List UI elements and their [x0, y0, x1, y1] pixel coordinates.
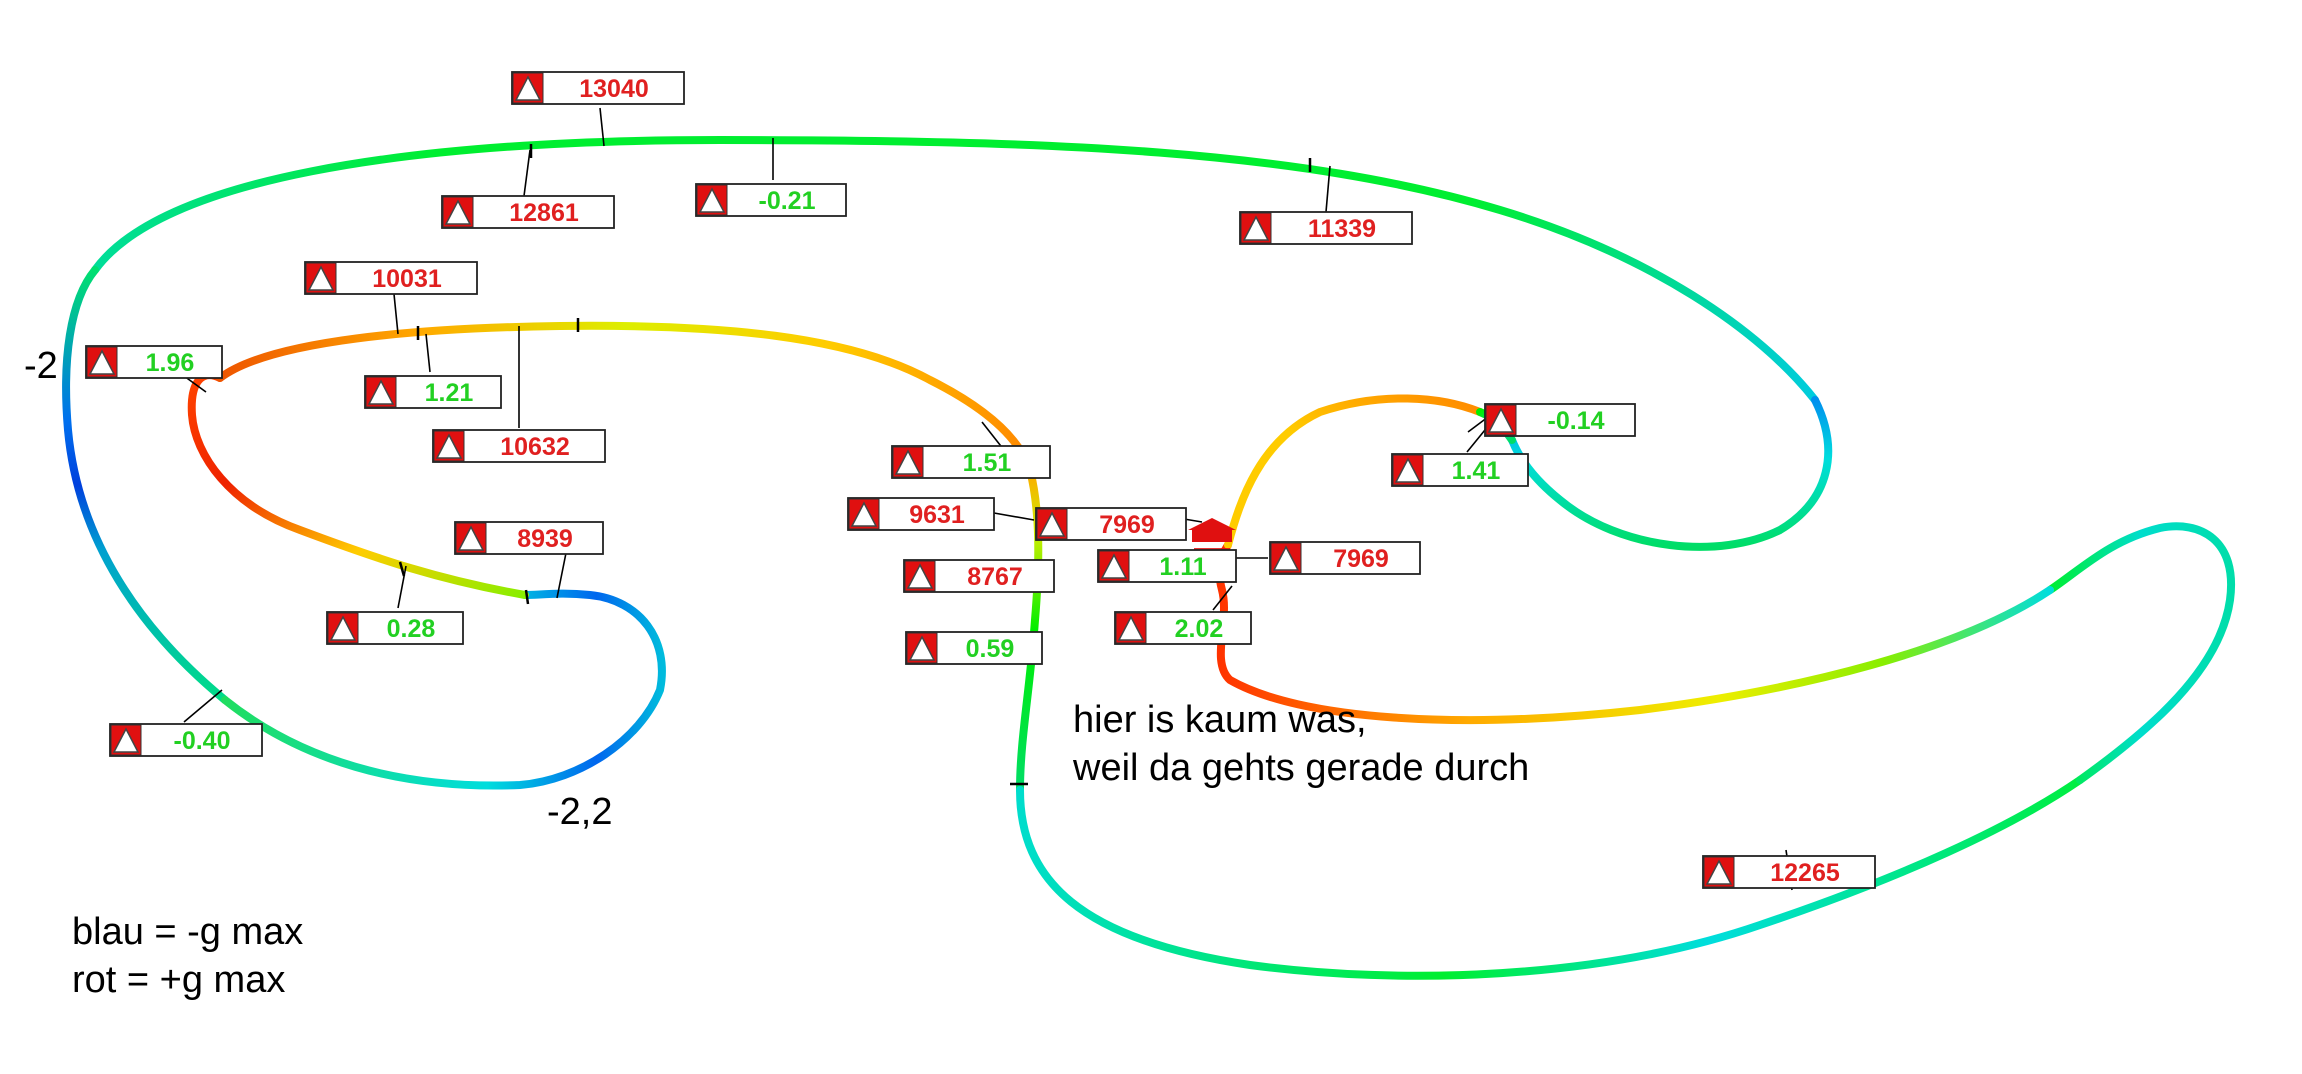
value-label: 2.02: [1114, 611, 1252, 645]
warning-triangle-icon: [1036, 508, 1068, 540]
leader-line: [1325, 165, 1331, 213]
track-segment-right-hook: [2046, 522, 2236, 784]
warning-triangle-icon: [86, 346, 118, 378]
legend-line-2: rot = +g max: [72, 959, 285, 1001]
value-label: 1.21: [364, 375, 502, 409]
warning-triangle-icon: [1098, 550, 1130, 582]
value-label-text: 11339: [1308, 215, 1376, 243]
value-label-text: 8767: [967, 563, 1023, 591]
value-label: 13040: [511, 71, 685, 105]
value-label: 8939: [454, 521, 604, 555]
value-label-text: 9631: [909, 501, 965, 529]
legend-line-1: blau = -g max: [72, 911, 303, 953]
warning-triangle-icon: [906, 632, 938, 664]
warning-triangle-icon: [1485, 404, 1517, 436]
comment-line-1: hier is kaum was,: [1073, 699, 1367, 741]
value-label-text: -0.14: [1548, 407, 1605, 435]
warning-triangle-icon: [1392, 454, 1424, 486]
warning-triangle-icon: [696, 184, 728, 216]
track-segment-inner-left: [187, 371, 529, 599]
value-label: 10632: [432, 429, 606, 463]
value-label-text: 1.21: [425, 379, 474, 407]
tick-mark: [398, 561, 406, 577]
track-segment-outer-left: [62, 266, 229, 704]
warning-triangle-icon: [442, 196, 474, 228]
track-segment-hook-left: [221, 589, 666, 790]
bottom-extreme-label: -2,2: [547, 791, 612, 833]
warning-triangle-icon: [433, 430, 465, 462]
value-label: 7969: [1035, 507, 1187, 541]
value-label: 1.51: [891, 445, 1051, 479]
warning-triangle-icon: [1703, 856, 1735, 888]
value-label-text: 1.96: [146, 349, 195, 377]
leader-line: [425, 333, 431, 373]
value-label: 0.59: [905, 631, 1043, 665]
left-extreme-label: -2: [24, 345, 58, 387]
track-segment-lower-right: [1215, 541, 2054, 724]
value-label-text: 12861: [509, 199, 579, 227]
value-label-text: -0.21: [759, 187, 816, 215]
leader-line: [556, 547, 568, 599]
leader-line: [183, 689, 223, 723]
value-label: 9631: [847, 497, 995, 531]
warning-triangle-icon: [327, 612, 359, 644]
track-segment-inner-top: [216, 321, 1034, 474]
warning-triangle-icon: [365, 376, 397, 408]
value-label-text: -0.40: [174, 727, 231, 755]
leader-line: [397, 565, 407, 609]
value-label: 1.96: [85, 345, 223, 379]
value-labels: 13040 12861 -0.21 11339 10031 1.96 1.21 10632 -0…: [85, 71, 1876, 889]
value-label: -0.40: [109, 723, 263, 757]
leader-line: [393, 293, 399, 335]
value-label-text: 12265: [1770, 859, 1840, 887]
value-label: 12265: [1702, 855, 1876, 889]
value-label-text: 0.59: [966, 635, 1015, 663]
leader-lines: [183, 107, 1793, 891]
value-label: 12861: [441, 195, 615, 229]
warning-triangle-icon: [110, 724, 142, 756]
warning-triangle-icon: [512, 72, 544, 104]
value-label-text: 13040: [579, 75, 649, 103]
value-label: 1.41: [1391, 453, 1529, 487]
track-segment-right-loop: [1508, 396, 1833, 551]
value-label-text: 1.41: [1452, 457, 1501, 485]
track-segment-top: [91, 135, 1819, 404]
value-label-text: 10031: [372, 265, 442, 293]
leader-line: [993, 512, 1035, 521]
warning-triangle-icon: [455, 522, 487, 554]
warning-triangle-icon: [1270, 542, 1302, 574]
value-label: 8767: [903, 559, 1055, 593]
track-ticks: [398, 144, 1312, 786]
comment-line-2: weil da gehts gerade durch: [1072, 747, 1529, 789]
warning-triangle-icon: [305, 262, 337, 294]
track-segment-inner-right-top: [1224, 394, 1484, 549]
warning-triangle-icon: [904, 560, 936, 592]
value-label: 7969: [1269, 541, 1421, 575]
warning-triangle-icon: [848, 498, 880, 530]
tick-mark: [524, 589, 530, 605]
leader-line: [599, 107, 605, 147]
value-label-text: 1.11: [1159, 553, 1206, 581]
value-label-text: 1.51: [963, 449, 1012, 477]
leader-line: [1212, 585, 1233, 611]
warning-triangle-icon: [1240, 212, 1272, 244]
value-label: 10031: [304, 261, 478, 295]
direction-arrow-icon: [1188, 518, 1236, 542]
value-label-text: 7969: [1333, 545, 1389, 573]
value-label: 1.11: [1097, 549, 1237, 583]
value-label-text: 0.28: [387, 615, 436, 643]
warning-triangle-icon: [892, 446, 924, 478]
value-label-text: 8939: [517, 525, 573, 553]
value-label-text: 10632: [500, 433, 570, 461]
value-label: 0.28: [326, 611, 464, 645]
value-label: -0.14: [1484, 403, 1636, 437]
value-label: 11339: [1239, 211, 1413, 245]
track-segment-bottom: [1016, 776, 2084, 980]
warning-triangle-icon: [1115, 612, 1147, 644]
value-label-text: 2.02: [1175, 615, 1224, 643]
value-label-text: 7969: [1099, 511, 1155, 539]
value-label: -0.21: [695, 183, 847, 217]
leader-line: [523, 149, 531, 197]
